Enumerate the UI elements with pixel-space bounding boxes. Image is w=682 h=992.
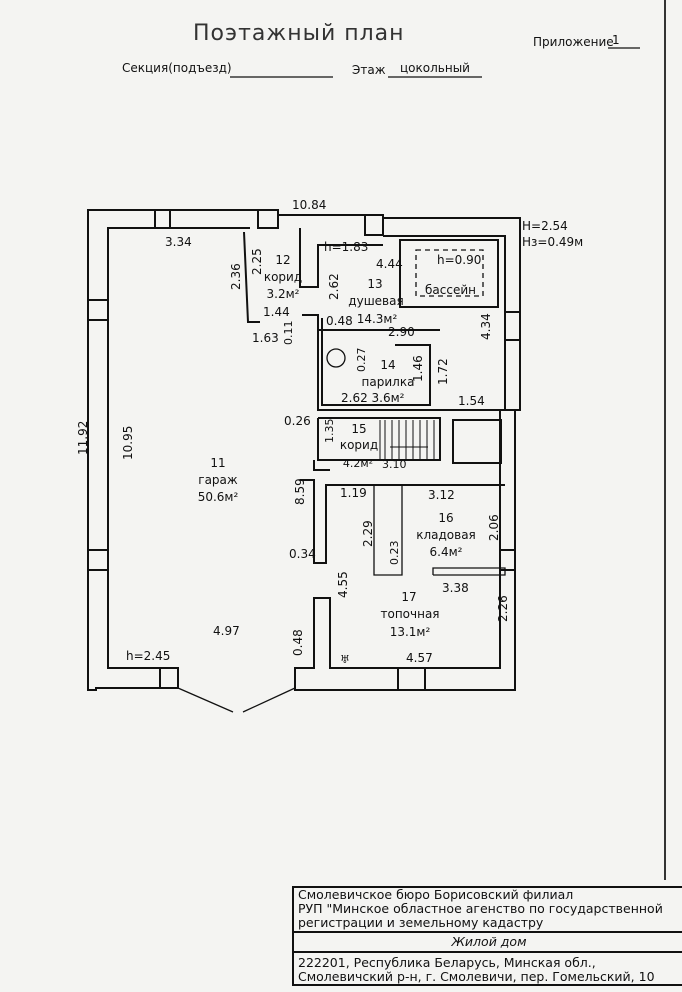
- svg-text:16: 16: [438, 511, 453, 525]
- svg-text:10.95: 10.95: [121, 426, 135, 460]
- svg-text:2.06: 2.06: [487, 514, 501, 541]
- room-14-sauna: 14 парилка 3.6м²: [362, 358, 415, 405]
- address-line: Смолевичский р-н, г. Смолевичи, пер. Гом…: [298, 969, 655, 984]
- appendix-number: 1: [612, 33, 620, 47]
- svg-text:4.2м²: 4.2м²: [343, 457, 373, 470]
- svg-text:1.54: 1.54: [458, 394, 485, 408]
- page-border: [664, 0, 666, 880]
- svg-text:0.11: 0.11: [282, 321, 295, 346]
- svg-text:Hз=0.49м: Hз=0.49м: [522, 235, 583, 249]
- page-title: Поэтажный план: [193, 21, 405, 46]
- svg-text:13: 13: [367, 277, 382, 291]
- svg-text:4.57: 4.57: [406, 651, 433, 665]
- org-line: регистрации и земельному кадастру: [298, 915, 544, 930]
- address-line: 222201, Республика Беларусь, Минская обл…: [298, 955, 596, 970]
- svg-text:4.34: 4.34: [479, 313, 493, 340]
- svg-text:топочная: топочная: [380, 607, 439, 621]
- svg-text:1.46: 1.46: [411, 355, 425, 382]
- boiler-icon: ♅: [340, 653, 350, 666]
- svg-text:0.48: 0.48: [326, 314, 353, 328]
- svg-text:12: 12: [275, 253, 290, 267]
- svg-text:1.35: 1.35: [323, 419, 336, 444]
- svg-text:4.55: 4.55: [336, 571, 350, 598]
- svg-text:2.90: 2.90: [388, 325, 415, 339]
- svg-text:корид: корид: [340, 438, 378, 452]
- svg-text:17: 17: [401, 590, 416, 604]
- svg-text:3.10: 3.10: [382, 458, 407, 471]
- svg-text:гараж: гараж: [198, 473, 238, 487]
- svg-text:0.27: 0.27: [355, 348, 368, 373]
- svg-text:3.12: 3.12: [428, 488, 455, 502]
- svg-text:1.72: 1.72: [436, 358, 450, 385]
- svg-text:11: 11: [210, 456, 225, 470]
- address: 222201, Республика Беларусь, Минская обл…: [294, 953, 682, 984]
- svg-text:2.26: 2.26: [496, 595, 510, 622]
- svg-text:1.63: 1.63: [252, 331, 279, 345]
- heater-icon: [326, 348, 346, 368]
- svg-text:2.25: 2.25: [250, 248, 264, 275]
- svg-text:1.19: 1.19: [340, 486, 367, 500]
- svg-text:0.26: 0.26: [284, 414, 311, 428]
- svg-text:h=1.83: h=1.83: [324, 240, 368, 254]
- svg-text:15: 15: [351, 422, 366, 436]
- org-line: РУП "Минское областное агенство по госуд…: [298, 901, 663, 916]
- svg-text:3.2м²: 3.2м²: [267, 287, 300, 301]
- svg-text:2.62: 2.62: [341, 391, 368, 405]
- room-16-storage: 16 кладовая 6.4м²: [416, 511, 476, 559]
- svg-text:11.92: 11.92: [76, 421, 90, 455]
- svg-text:13.1м²: 13.1м²: [390, 625, 431, 639]
- room-17-boiler: 17 топочная 13.1м²: [380, 590, 439, 639]
- svg-text:h=2.45: h=2.45: [126, 649, 170, 663]
- svg-text:14.3м²: 14.3м²: [357, 312, 398, 326]
- room-13-shower: 13 душевая 14.3м²: [348, 277, 403, 326]
- svg-text:2.62: 2.62: [327, 273, 341, 300]
- section-label: Секция(подъезд): [122, 61, 232, 75]
- room-12-corridor: 12 корид 3.2м²: [264, 253, 302, 301]
- svg-text:душевая: душевая: [348, 294, 403, 308]
- svg-text:4.97: 4.97: [213, 624, 240, 638]
- svg-text:4.44: 4.44: [376, 257, 403, 271]
- appendix-label: Приложение: [533, 35, 614, 49]
- svg-text:кладовая: кладовая: [416, 528, 476, 542]
- title-block: Смолевичское бюро Борисовский филиал РУП…: [292, 886, 682, 986]
- svg-text:корид: корид: [264, 270, 302, 284]
- heights: H=2.54 Hз=0.49м: [522, 219, 583, 249]
- svg-text:0.48: 0.48: [291, 629, 305, 656]
- svg-text:3.6м²: 3.6м²: [372, 391, 405, 405]
- svg-text:14: 14: [380, 358, 395, 372]
- svg-text:50.6м²: 50.6м²: [198, 490, 239, 504]
- room-15-corridor: 15 корид 4.2м²: [340, 422, 378, 470]
- staircase-icon: [379, 420, 435, 460]
- svg-text:2.29: 2.29: [361, 520, 375, 547]
- organization: Смолевичское бюро Борисовский филиал РУП…: [294, 888, 682, 933]
- svg-text:H=2.54: H=2.54: [522, 219, 568, 233]
- svg-text:парилка: парилка: [362, 375, 415, 389]
- svg-text:1.44: 1.44: [263, 305, 290, 319]
- svg-text:h=0.90: h=0.90: [437, 253, 481, 267]
- svg-text:3.38: 3.38: [442, 581, 469, 595]
- svg-text:0.34: 0.34: [289, 547, 316, 561]
- pool-label: бассейн: [425, 283, 476, 297]
- floor-label: Этаж: [352, 63, 386, 77]
- floor-value: цокольный: [400, 61, 470, 75]
- dimensions: 10.84 11.92 10.95 3.34 2.36 2.25 1.44 1.…: [76, 198, 510, 665]
- svg-text:0.23: 0.23: [388, 541, 401, 566]
- org-line: Смолевичское бюро Борисовский филиал: [298, 887, 574, 902]
- svg-text:10.84: 10.84: [292, 198, 326, 212]
- svg-text:8.59: 8.59: [293, 478, 307, 505]
- svg-text:6.4м²: 6.4м²: [430, 545, 463, 559]
- walls: ♅: [87, 209, 521, 713]
- room-11-garage: 11 гараж 50.6м²: [198, 456, 239, 504]
- svg-text:2.36: 2.36: [229, 263, 243, 290]
- svg-text:3.34: 3.34: [165, 235, 192, 249]
- object-name: Жилой дом: [294, 933, 682, 953]
